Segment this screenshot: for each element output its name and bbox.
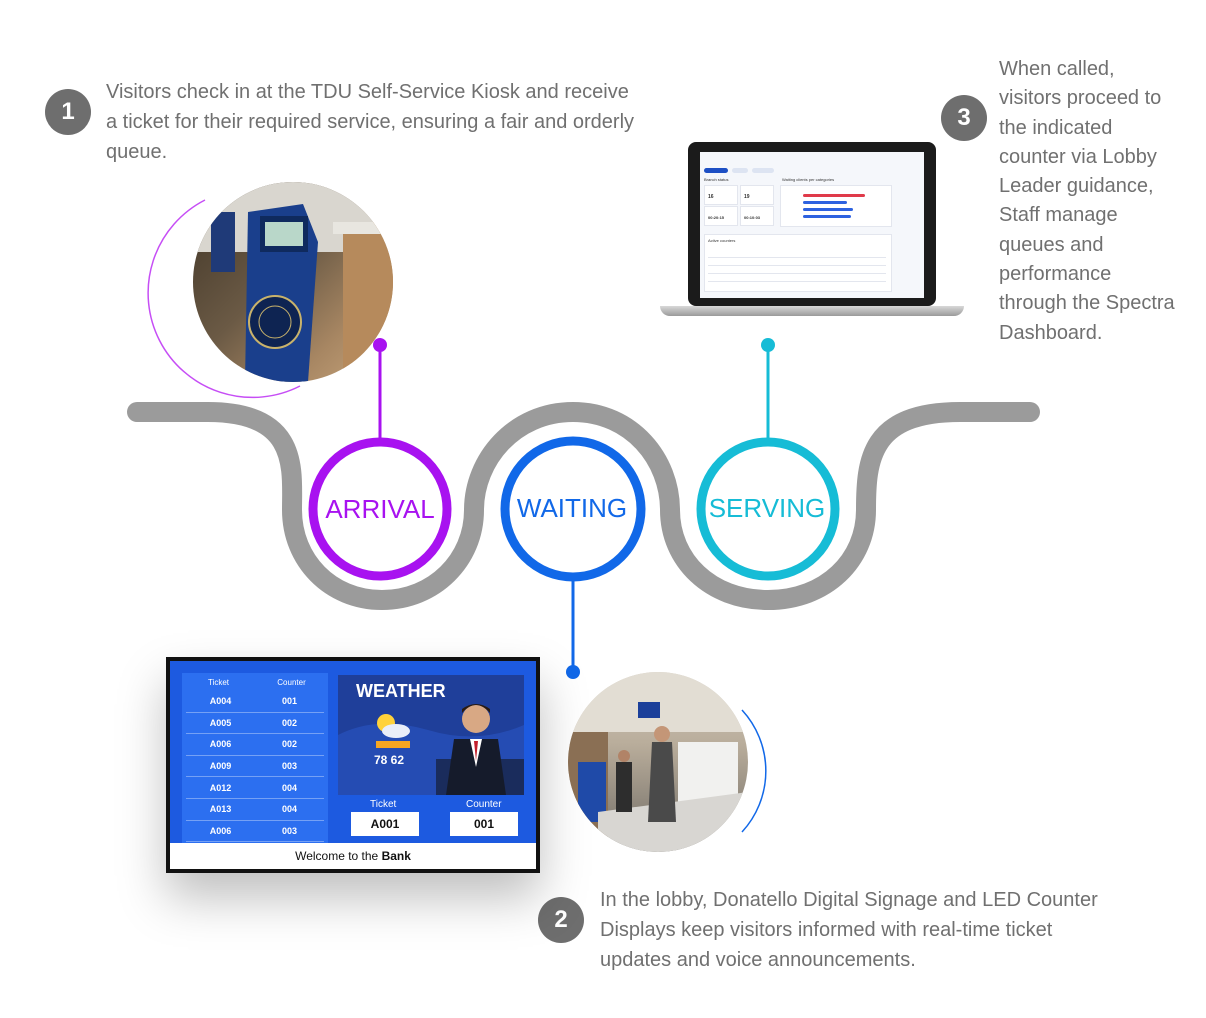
lobby-illustration [568,672,748,852]
weather-temps: 78 62 [374,753,405,767]
queue-header-counter: Counter [277,677,306,687]
serving-connector-dot [761,338,775,352]
serving-circle [696,437,840,581]
weather-panel: WEATHER 78 62 [338,675,524,795]
weather-illustration [338,675,524,795]
stat-4: 00:10:03 [744,215,761,220]
step-1-text: Visitors check in at the TDU Self-Servic… [106,81,635,163]
stat-1: 16 [708,194,714,200]
journey-track [127,401,1040,611]
stat-3: 00:20:15 [708,215,725,220]
signage-footer: Welcome to the Bank [170,843,536,869]
weather-title: WEATHER [356,681,446,701]
kiosk-photo-arc [147,199,301,399]
arrival-circle [308,437,452,581]
step-2-text: In the lobby, Donatello Digital Signage … [600,889,1098,971]
footer-bold: Bank [381,849,411,863]
stat-2: 19 [744,194,750,200]
footer-prefix: Welcome to the [295,849,382,863]
step-1-badge: 1 [45,89,91,135]
arrival-connector-dot [373,338,387,352]
queue-header-ticket: Ticket [207,677,230,687]
step-3-badge: 3 [941,95,987,141]
laptop-base [660,306,964,316]
spectra-dashboard: Branch status 16 19 00:20:15 00:10:03 Wa… [700,152,924,298]
current-ticket-label: Ticket [370,799,397,810]
kiosk-illustration [193,182,393,382]
current-ticket: A001 [351,812,419,836]
stage-label-arrival: ARRIVAL [325,494,435,524]
current-counter-label: Counter [466,799,502,810]
waiting-connector-dot [566,665,580,679]
laptop: Branch status 16 19 00:20:15 00:10:03 Wa… [688,142,936,306]
lobby-photo [568,672,748,852]
stage-label-serving: SERVING [708,493,826,523]
step-2-badge: 2 [538,897,584,943]
kiosk-photo [193,182,393,382]
stage-label-waiting: WAITING [516,493,628,523]
lobby-photo-arc [741,709,767,833]
branch-status-label: Branch status [704,177,729,182]
waiting-chart-title: Waiting clients per categories [782,177,835,182]
active-counters-label: Active counters [708,238,736,243]
waiting-circle [500,436,646,582]
step-3-text: When called, visitors proceed to the ind… [999,58,1175,344]
current-counter: 001 [450,812,518,836]
